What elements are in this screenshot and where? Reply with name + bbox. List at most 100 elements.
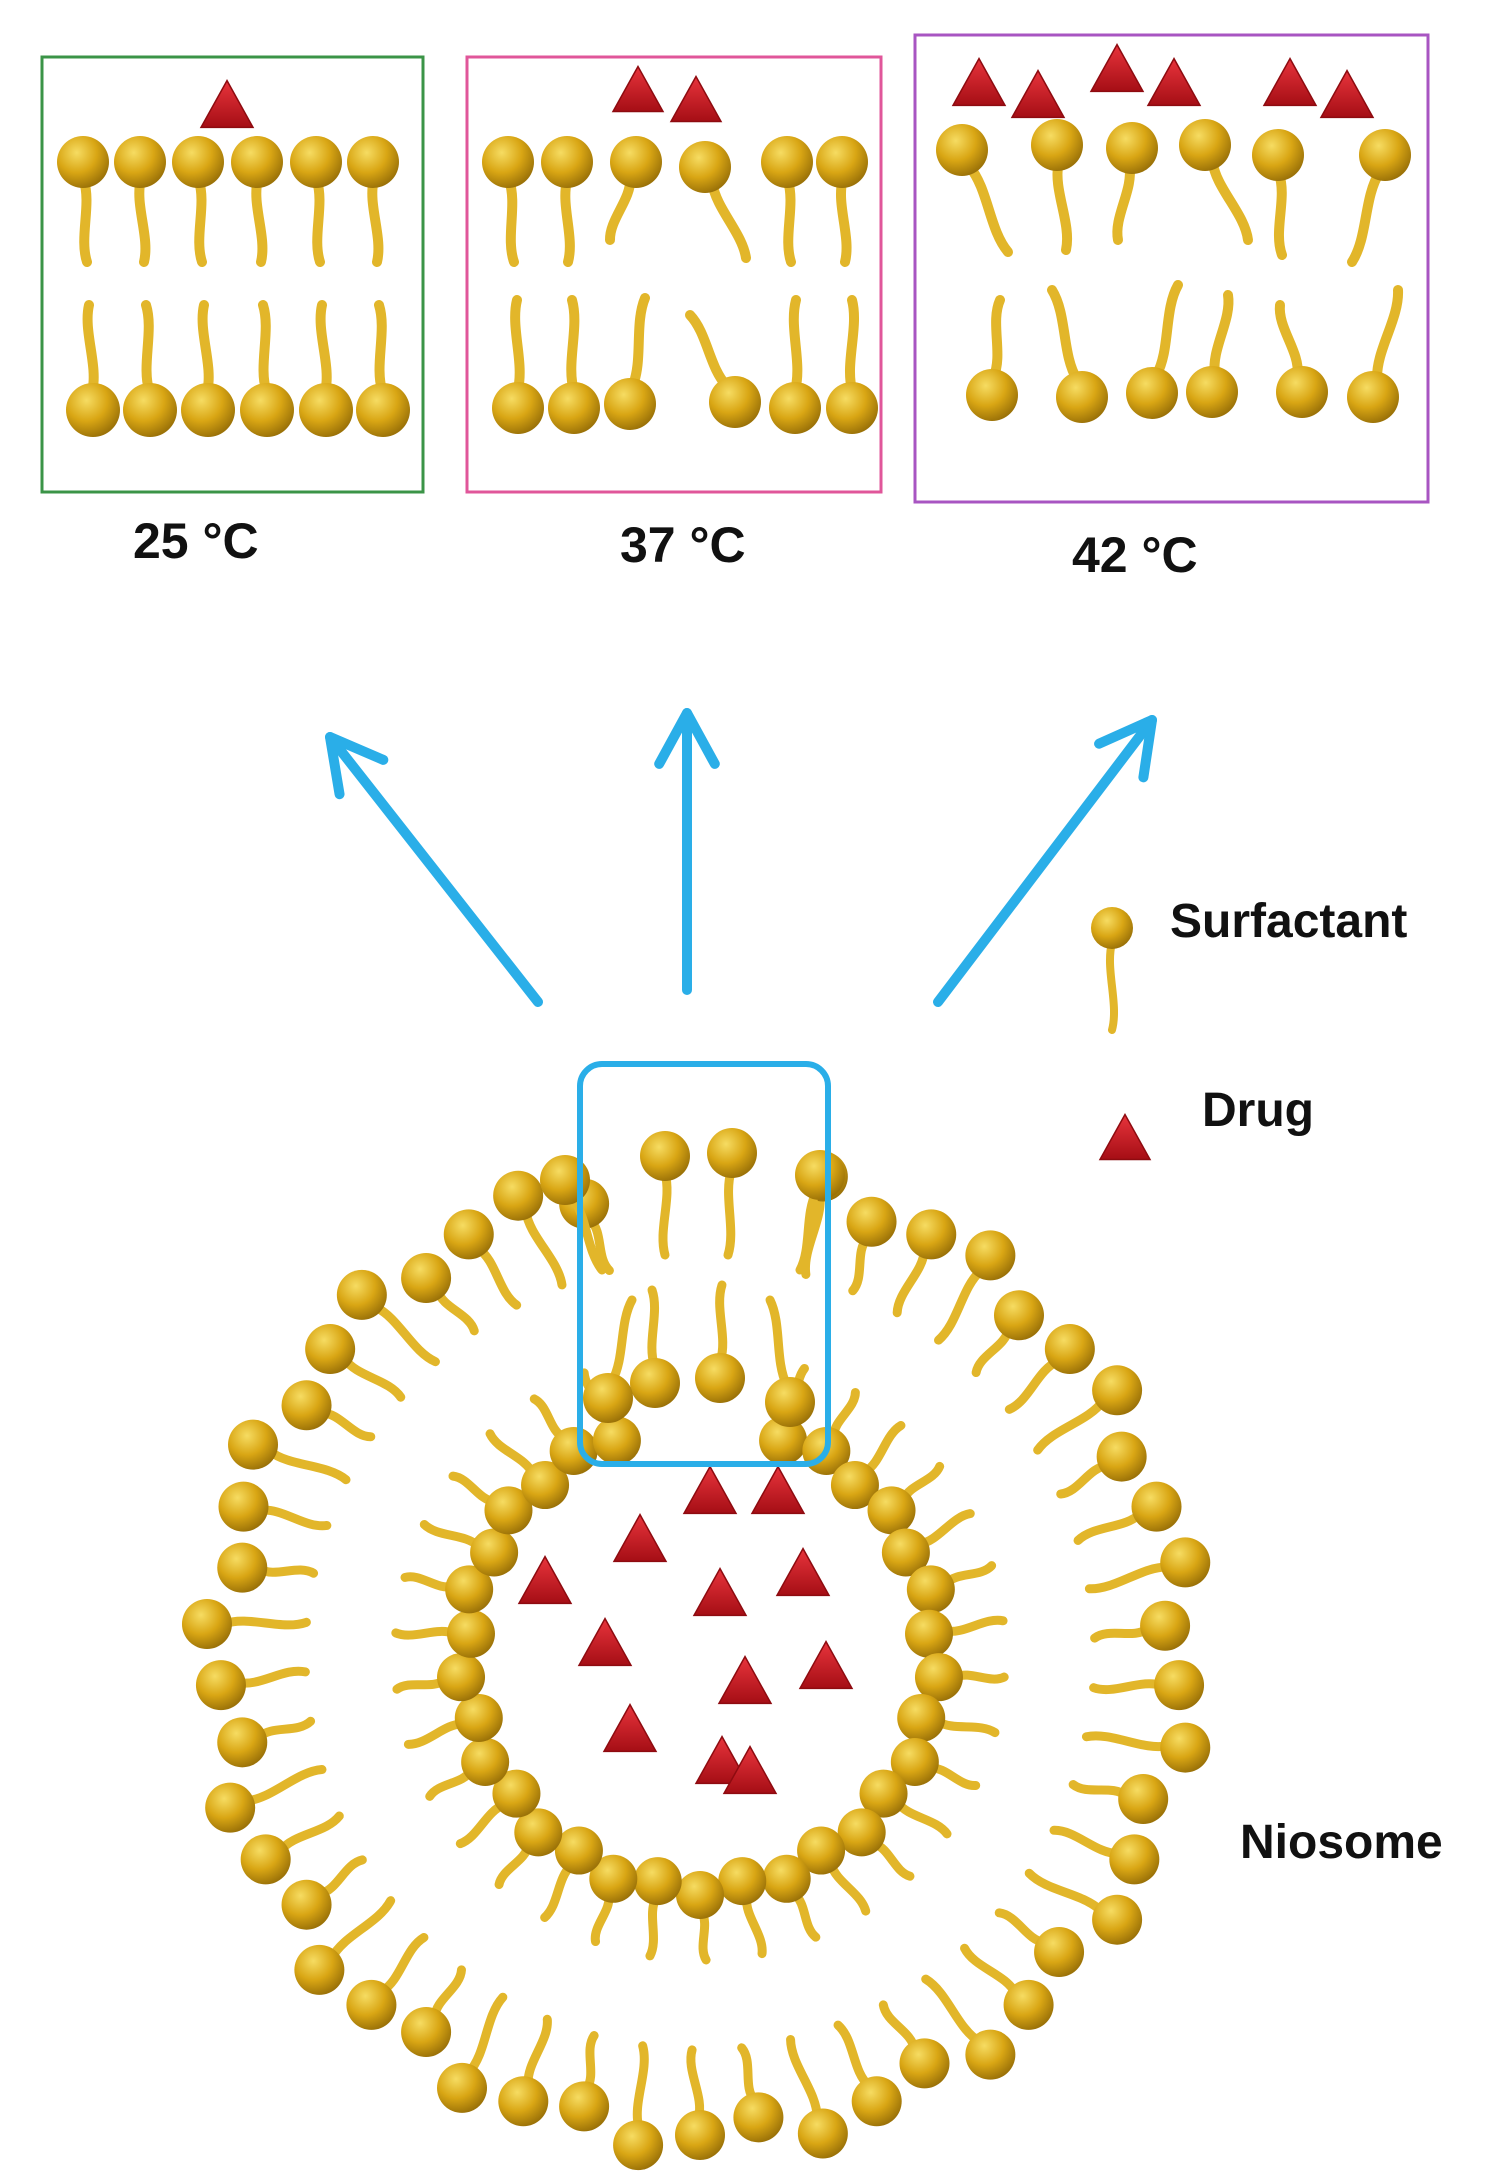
surfactant-tail (765, 1295, 792, 1390)
surfactant-head (640, 1131, 690, 1181)
surfactant-head (1359, 129, 1411, 181)
surfactant-head (123, 383, 177, 437)
arrow-to-42c (933, 715, 1157, 1007)
surfactant-tail (1273, 168, 1287, 260)
surfactant-tail (848, 1234, 872, 1296)
surfactant-head (965, 2029, 1016, 2080)
surfactant-tail (540, 1861, 576, 1922)
surfactant-head (881, 1528, 930, 1577)
surfactant-tail (258, 300, 272, 397)
surfactant-tail (464, 1992, 508, 2077)
panel-42c-frame (913, 33, 1430, 504)
surfactant-head (231, 136, 283, 188)
surfactant-head (604, 378, 656, 430)
surfactant-head (610, 136, 662, 188)
surfactant-head (859, 1769, 908, 1818)
encapsulated-drug (612, 1513, 668, 1563)
surfactant-head (797, 2108, 848, 2159)
surfactant-head (346, 1979, 397, 2030)
surfactant-head (559, 2081, 610, 2132)
encapsulated-drug (750, 1465, 806, 1515)
surfactant-tail (878, 2000, 919, 2054)
surfactant-tail (1047, 285, 1083, 385)
surfactant-tail (971, 1324, 1013, 1378)
surfactant-head (1126, 367, 1178, 419)
surfactant-head (795, 1150, 845, 1200)
surfactant-head (299, 383, 353, 437)
surfactant-head (718, 1857, 767, 1906)
released-drug (1089, 43, 1145, 93)
surfactant-head (1186, 366, 1238, 418)
surfactant-head (290, 136, 342, 188)
surfactant-tail (1081, 1731, 1173, 1752)
surfactant-head (554, 1826, 603, 1875)
drug-triangle-icon (1098, 1112, 1152, 1161)
surfactant-head (899, 2038, 950, 2089)
surfactant-head (1003, 1979, 1054, 2030)
surfactant-tail (960, 1943, 1020, 1998)
surfactant-head (437, 2062, 488, 2113)
arrows (325, 708, 1157, 1007)
temperature-label-42c: 42 °C (1072, 527, 1198, 583)
surfactant-tail (374, 300, 388, 397)
surfactant-tail (1056, 1461, 1112, 1499)
surfactant-head (281, 1380, 332, 1431)
surfactant-tail (566, 295, 580, 395)
surfactant-head (1092, 1894, 1143, 1945)
surfactant-tail (988, 295, 1005, 382)
surfactant-tail (317, 1408, 376, 1442)
surfactant-tail (377, 1932, 429, 1996)
encapsulated-drug (694, 1735, 750, 1785)
surfactant-head (445, 1565, 494, 1614)
surfactant-tail (315, 300, 332, 397)
surfactant-head (816, 136, 868, 188)
panel-37c-bilayer (482, 64, 878, 434)
surfactant-tail (256, 1505, 332, 1531)
surfactant-tail (311, 175, 325, 267)
surfactant-tail (134, 175, 151, 267)
surfactant-tail (833, 2020, 874, 2091)
surfactant-tail (788, 295, 803, 395)
drug-triangle-icon (1098, 1112, 1152, 1161)
surfactant-tail (789, 1889, 821, 1942)
legend-surfactant-label: Surfactant (1170, 895, 1408, 948)
surfactant-tail (1049, 1825, 1123, 1858)
surfactant-tail (941, 1615, 1008, 1636)
surfactant-tail (455, 1800, 509, 1849)
surfactant-tail (433, 1286, 479, 1336)
temperature-label-25c: 25 °C (133, 513, 259, 569)
surfactant-head (401, 2007, 452, 2058)
surfactant-tail (494, 1841, 533, 1889)
surfactant-head (1034, 1927, 1085, 1978)
surfactant-tail (1105, 938, 1119, 1034)
surfactant-head (305, 1324, 356, 1375)
legend-drug-label: Drug (1202, 1084, 1314, 1137)
surfactant-tail (78, 175, 92, 267)
surfactant-tail (964, 161, 1013, 257)
surfactant-tail (715, 1280, 728, 1365)
surfactant-tail (627, 293, 650, 391)
surfactant-head (218, 1481, 269, 1532)
surfactant-head (906, 1565, 955, 1614)
surfactant-tail (367, 175, 384, 267)
surfactant-tail (844, 295, 860, 395)
surfactant-head (1160, 1537, 1211, 1588)
panel-42c-bilayer (936, 43, 1411, 423)
encapsulated-drug (517, 1555, 573, 1605)
surfactant-head (583, 1373, 633, 1423)
surfactant-head (228, 1419, 279, 1470)
surfactant-tail (892, 1245, 929, 1318)
surfactant-head (830, 1461, 879, 1510)
surfactant-tail (82, 300, 99, 397)
surfactant-tail (510, 295, 525, 395)
surfactant-head (676, 1871, 724, 1919)
surfactant-head (759, 1416, 808, 1465)
encapsulated-drug (717, 1655, 773, 1705)
surfactant-head (762, 1854, 811, 1903)
surfactant-head (336, 1269, 387, 1320)
surfactant-head (1154, 1660, 1205, 1711)
surfactant-head (613, 2120, 664, 2171)
surfactant-head (846, 1196, 897, 1247)
surfactant-tail (645, 1893, 661, 1961)
